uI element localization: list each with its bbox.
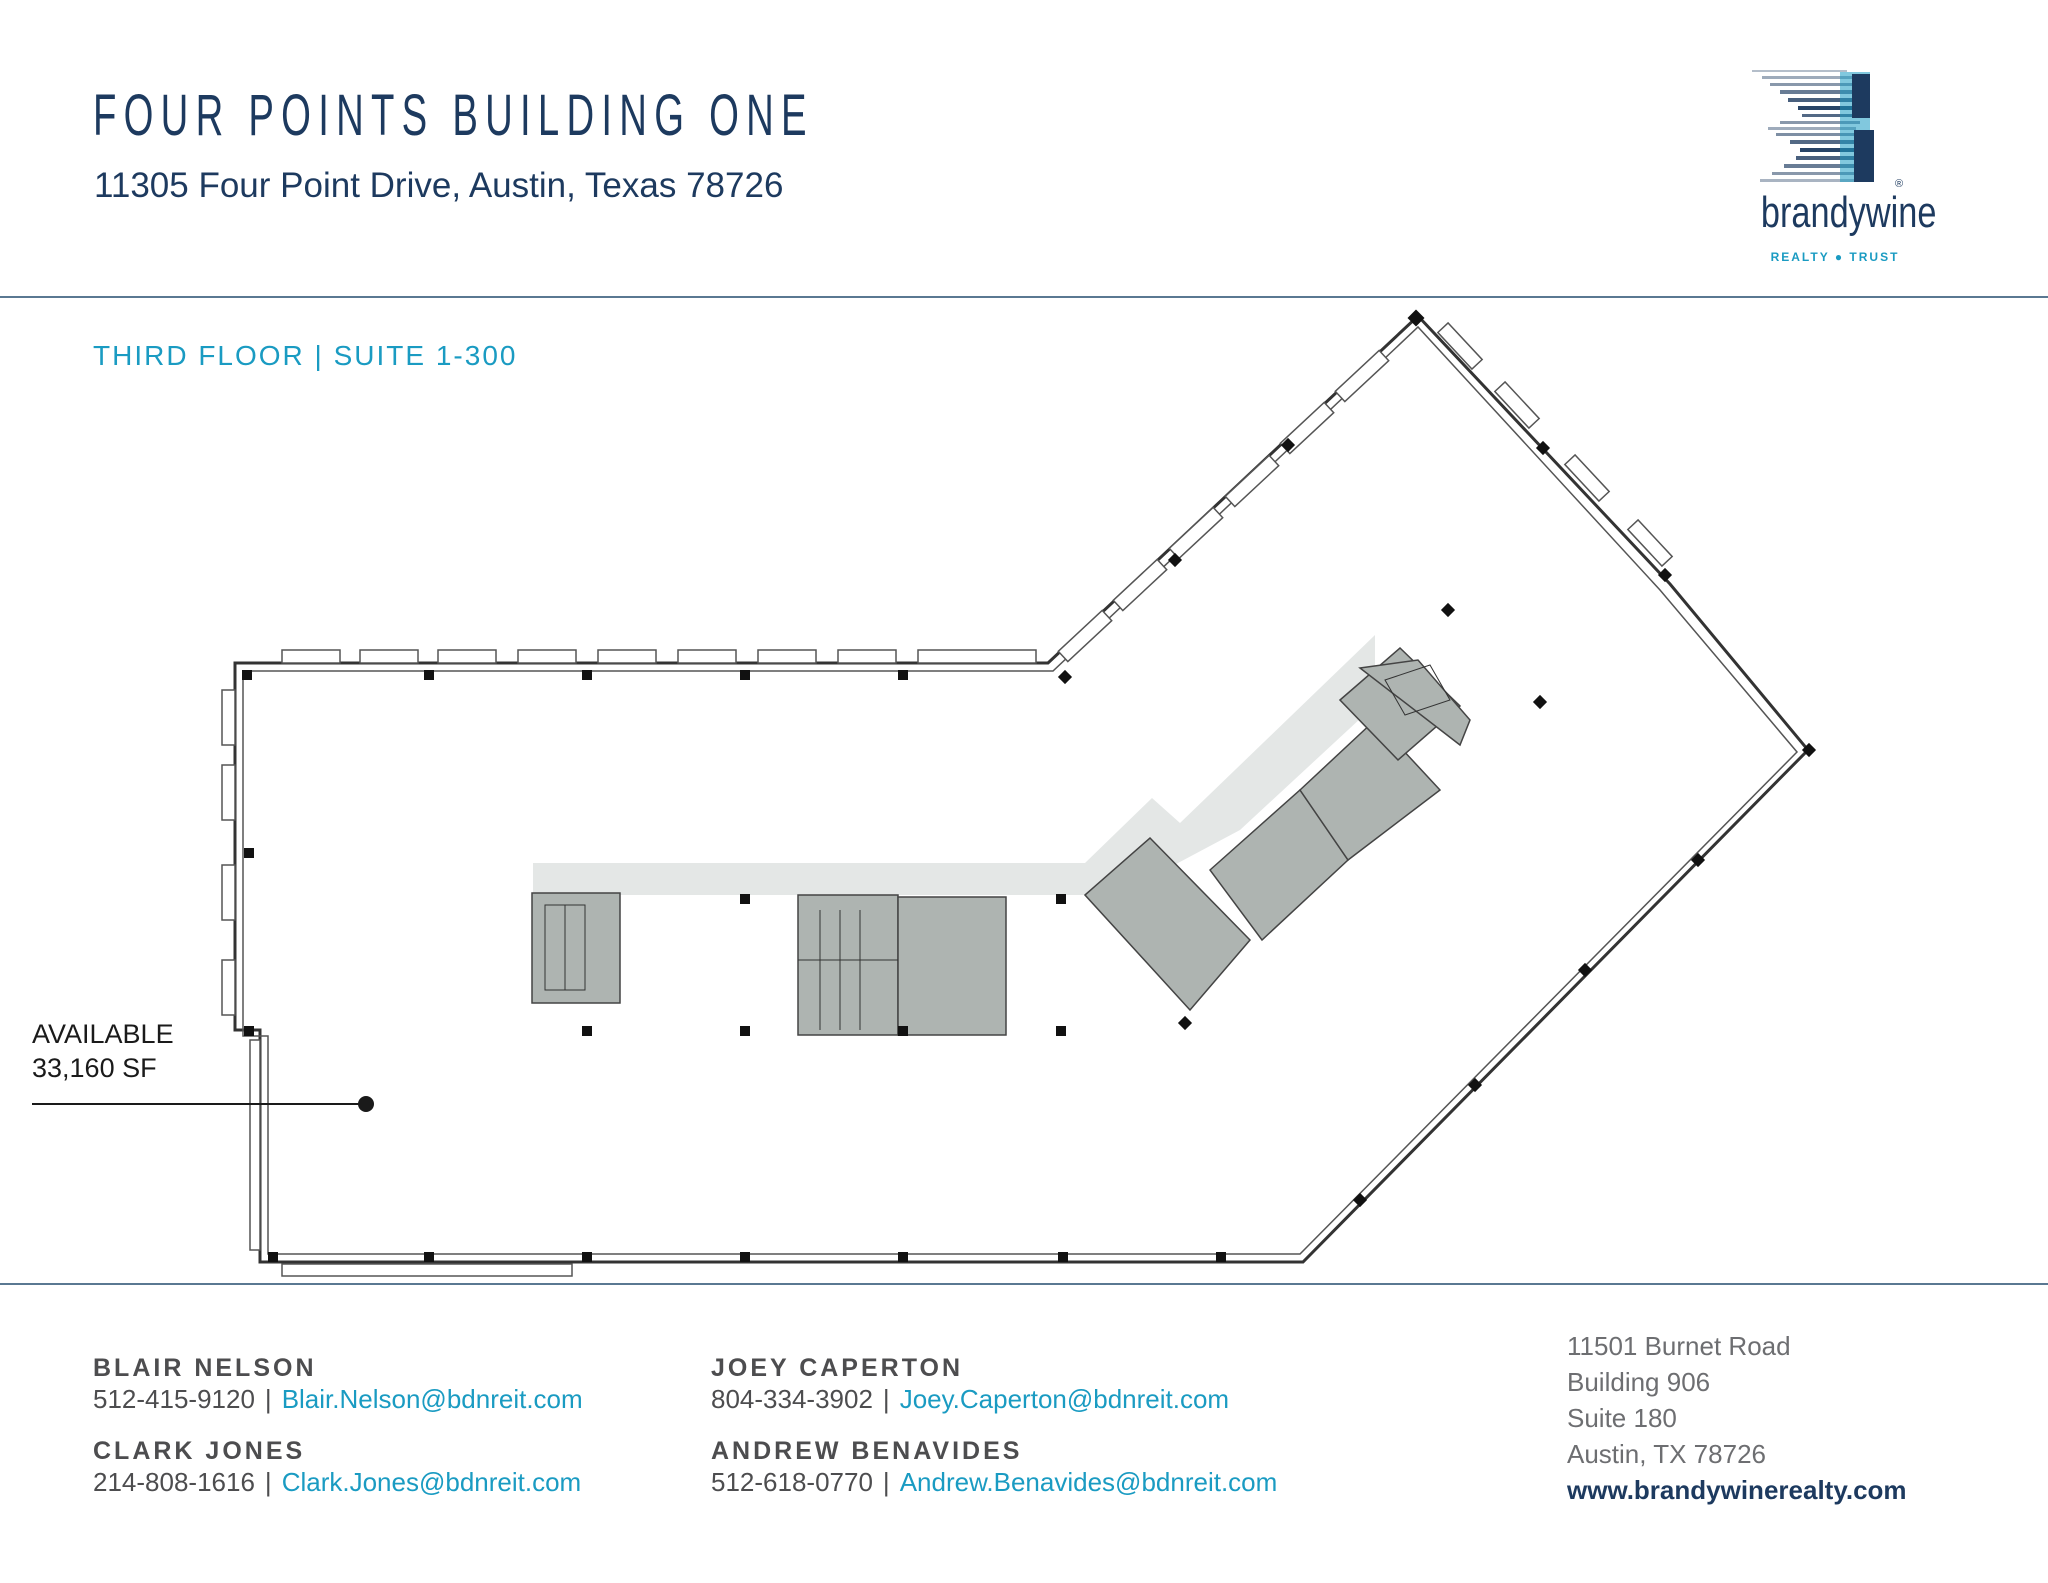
floor-label: THIRD FLOOR | SUITE 1-300	[93, 340, 518, 371]
registered-mark: ®	[1895, 178, 1904, 190]
office-suite: Suite 180	[1567, 1403, 1677, 1433]
building-address: 11305 Four Point Drive, Austin, Texas 78…	[94, 166, 784, 205]
footer-divider	[0, 1283, 2048, 1285]
corridor	[533, 635, 1375, 895]
available-callout: AVAILABLE 33,160 SF	[32, 1017, 174, 1085]
contact-details: 512-618-0770 | Andrew.Benavides@bdnreit.co…	[711, 1467, 1277, 1498]
office-street: 11501 Burnet Road	[1567, 1331, 1791, 1361]
office-building: Building 906	[1567, 1367, 1711, 1397]
contact-phone[interactable]: 214-808-1616	[93, 1467, 255, 1497]
separator: |	[882, 1467, 890, 1497]
separator: |	[264, 1467, 272, 1497]
contact-email-link[interactable]: Andrew.Benavides@bdnreit.com	[899, 1467, 1278, 1497]
office-address: 11501 Burnet Road Building 906 Suite 180…	[1567, 1328, 1907, 1508]
office-city: Austin, TX 78726	[1567, 1439, 1766, 1469]
contact-name: JOEY CAPERTON	[711, 1354, 964, 1382]
contact-name: ANDREW BENAVIDES	[711, 1437, 1023, 1465]
building-title: FOUR POINTS BUILDING ONE	[93, 83, 814, 148]
contact-email-link[interactable]: Clark.Jones@bdnreit.com	[281, 1467, 582, 1497]
contact-details: 214-808-1616 | Clark.Jones@bdnreit.com	[93, 1467, 581, 1498]
callout-marker	[358, 1096, 374, 1112]
available-area: 33,160 SF	[32, 1053, 157, 1083]
contact-email-link[interactable]: Joey.Caperton@bdnreit.com	[899, 1384, 1230, 1414]
contact-phone[interactable]: 512-415-9120	[93, 1384, 255, 1414]
brandywine-logo-icon	[1752, 70, 1874, 182]
building-core	[531, 646, 1471, 1036]
contact-phone[interactable]: 512-618-0770	[711, 1467, 873, 1497]
window-panels	[221, 649, 1037, 1277]
brandywine-wordmark: brandywine	[1760, 188, 1937, 237]
contact-name: BLAIR NELSON	[93, 1354, 317, 1382]
separator: |	[882, 1384, 890, 1414]
contact-email-link[interactable]: Blair.Nelson@bdnreit.com	[281, 1384, 583, 1414]
contact-details: 804-334-3902 | Joey.Caperton@bdnreit.com	[711, 1384, 1229, 1415]
contact-phone[interactable]: 804-334-3902	[711, 1384, 873, 1414]
structural-columns	[242, 309, 1817, 1262]
website-link[interactable]: www.brandywinerealty.com	[1567, 1475, 1907, 1505]
available-label: AVAILABLE	[32, 1019, 174, 1049]
separator: |	[264, 1384, 272, 1414]
brandywine-tagline: REALTY ● TRUST	[1770, 250, 1900, 264]
contact-details: 512-415-9120 | Blair.Nelson@bdnreit.com	[93, 1384, 583, 1415]
header-divider	[0, 296, 2048, 298]
contact-name: CLARK JONES	[93, 1437, 306, 1465]
